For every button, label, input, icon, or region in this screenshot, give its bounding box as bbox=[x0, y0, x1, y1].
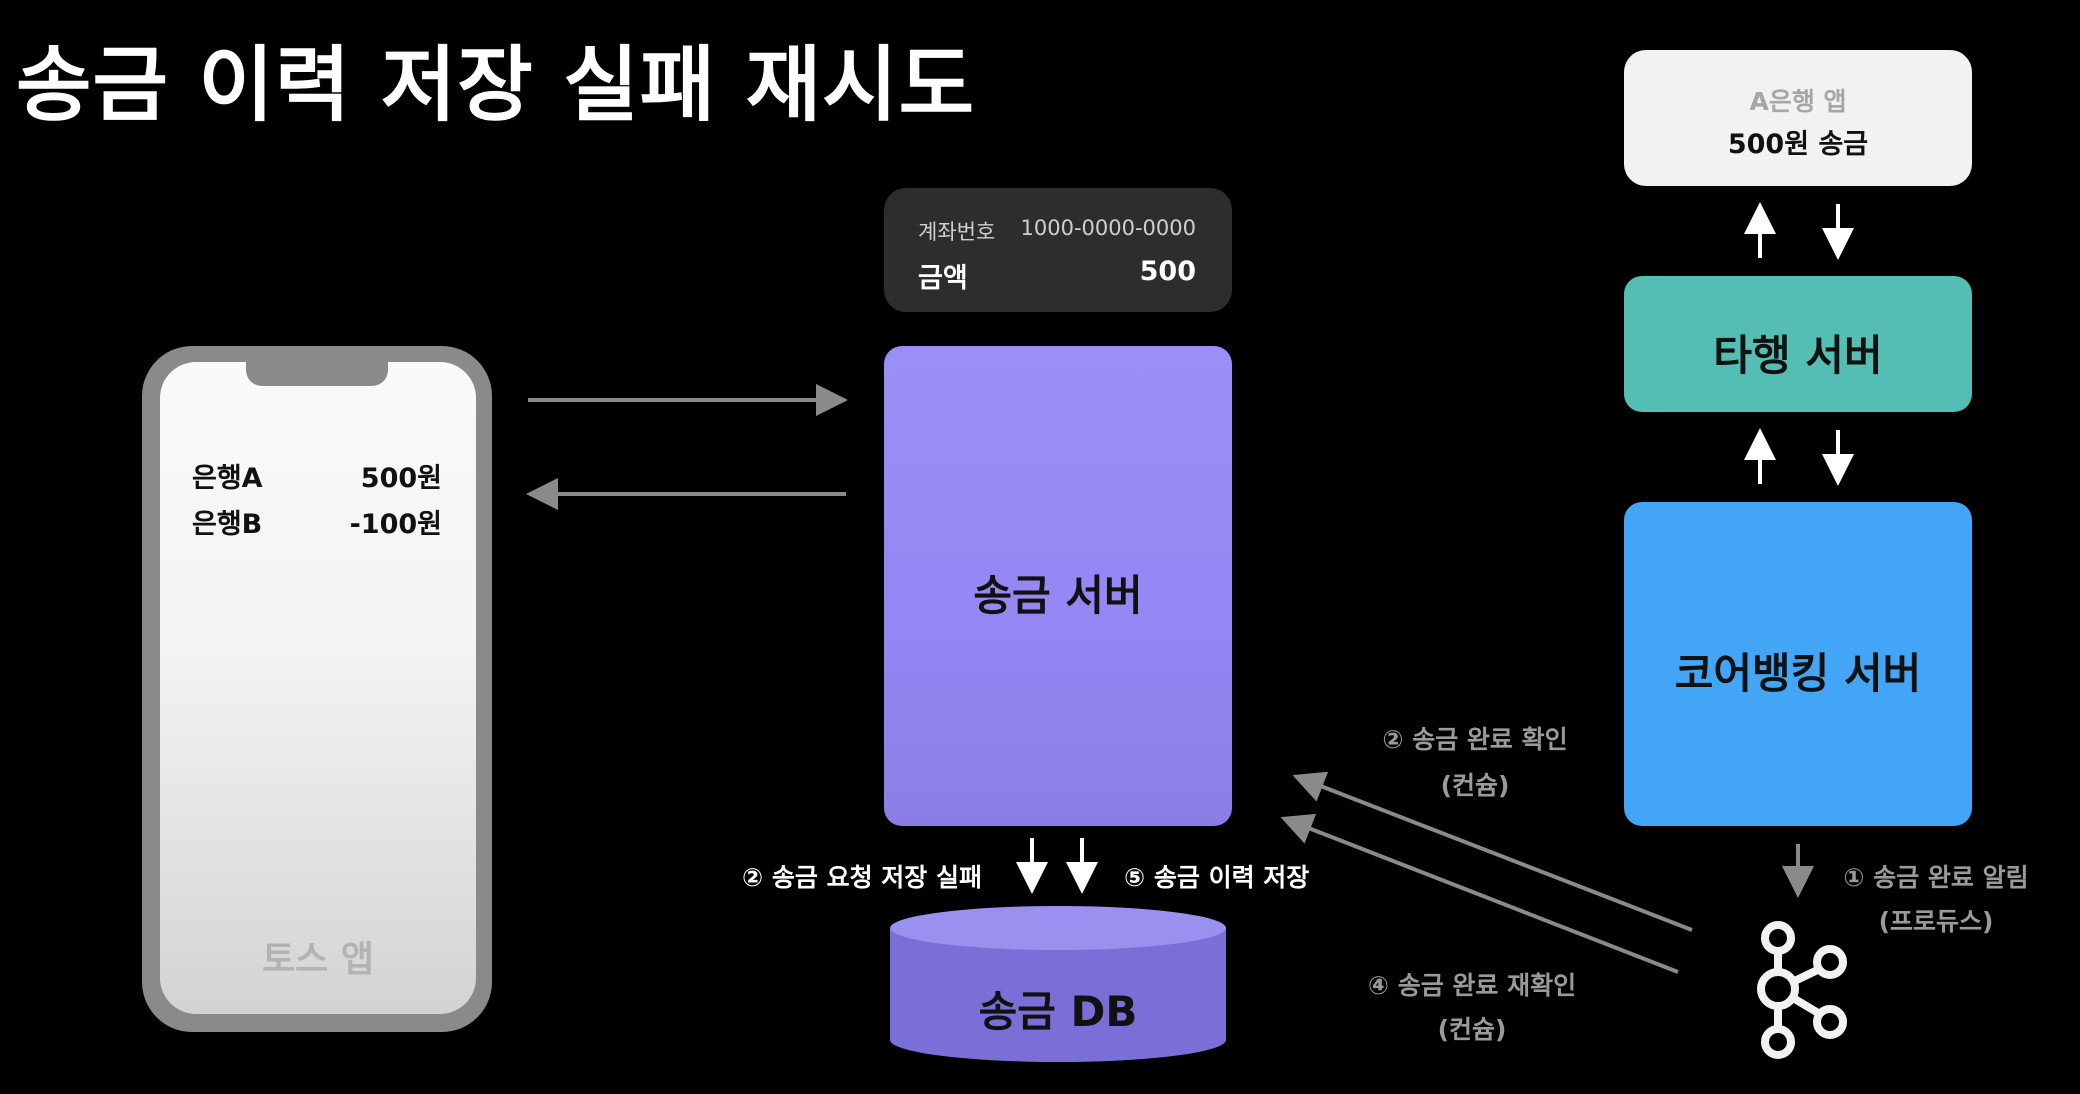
bank-a-app-box bbox=[1624, 50, 1972, 186]
bank-b-amount: -100원 bbox=[349, 509, 442, 540]
core-banking-server-box bbox=[1624, 502, 1972, 826]
notify-label: ① 송금 완료 알림 bbox=[1843, 863, 2029, 892]
send-db-label: 송금 DB bbox=[978, 987, 1138, 1036]
amount-value: 500 bbox=[1139, 256, 1196, 287]
transfer-info-card bbox=[884, 188, 1232, 312]
bank-a-amount: 500원 bbox=[360, 463, 442, 494]
core-banking-server-label: 코어뱅킹 서버 bbox=[1674, 649, 1922, 698]
amount-label: 금액 bbox=[918, 263, 968, 294]
send-db-cylinder bbox=[890, 906, 1226, 1062]
db-save-label: ⑤ 송금 이력 저장 bbox=[1124, 863, 1310, 892]
kafka-to-server-reconfirm-arrow bbox=[1280, 813, 1679, 974]
notify-role-label: (프로듀스) bbox=[1878, 907, 1994, 936]
bank-a-app-action: 500원 송금 bbox=[1727, 129, 1869, 160]
account-number-value: 1000-0000-0000 bbox=[1020, 216, 1197, 240]
send-server-label: 송금 서버 bbox=[973, 571, 1143, 620]
page-title: 송금 이력 저장 실패 재시도 bbox=[16, 38, 976, 133]
reconfirm-role-label: (컨슘) bbox=[1437, 1015, 1507, 1044]
send-server-box bbox=[884, 346, 1232, 826]
reconfirm-label: ④ 송금 완료 재확인 bbox=[1367, 971, 1577, 1000]
toss-app-label: 토스 앱 bbox=[262, 939, 374, 980]
bank-a-label: 은행A bbox=[192, 463, 263, 494]
kafka-icon bbox=[1757, 921, 1847, 1059]
confirm-label: ② 송금 완료 확인 bbox=[1382, 725, 1568, 754]
account-number-label: 계좌번호 bbox=[918, 220, 996, 244]
db-fail-label: ② 송금 요청 저장 실패 bbox=[742, 863, 982, 892]
bank-a-app-name: A은행 앱 bbox=[1749, 87, 1847, 116]
phone-notch bbox=[246, 362, 388, 386]
phone-screen bbox=[160, 362, 476, 1014]
other-bank-server-label: 타행 서버 bbox=[1713, 331, 1883, 380]
other-bank-server-box bbox=[1624, 276, 1972, 412]
confirm-role-label: (컨슘) bbox=[1440, 771, 1510, 800]
bank-b-label: 은행B bbox=[192, 509, 263, 540]
kafka-to-server-confirm-arrow bbox=[1292, 771, 1693, 932]
